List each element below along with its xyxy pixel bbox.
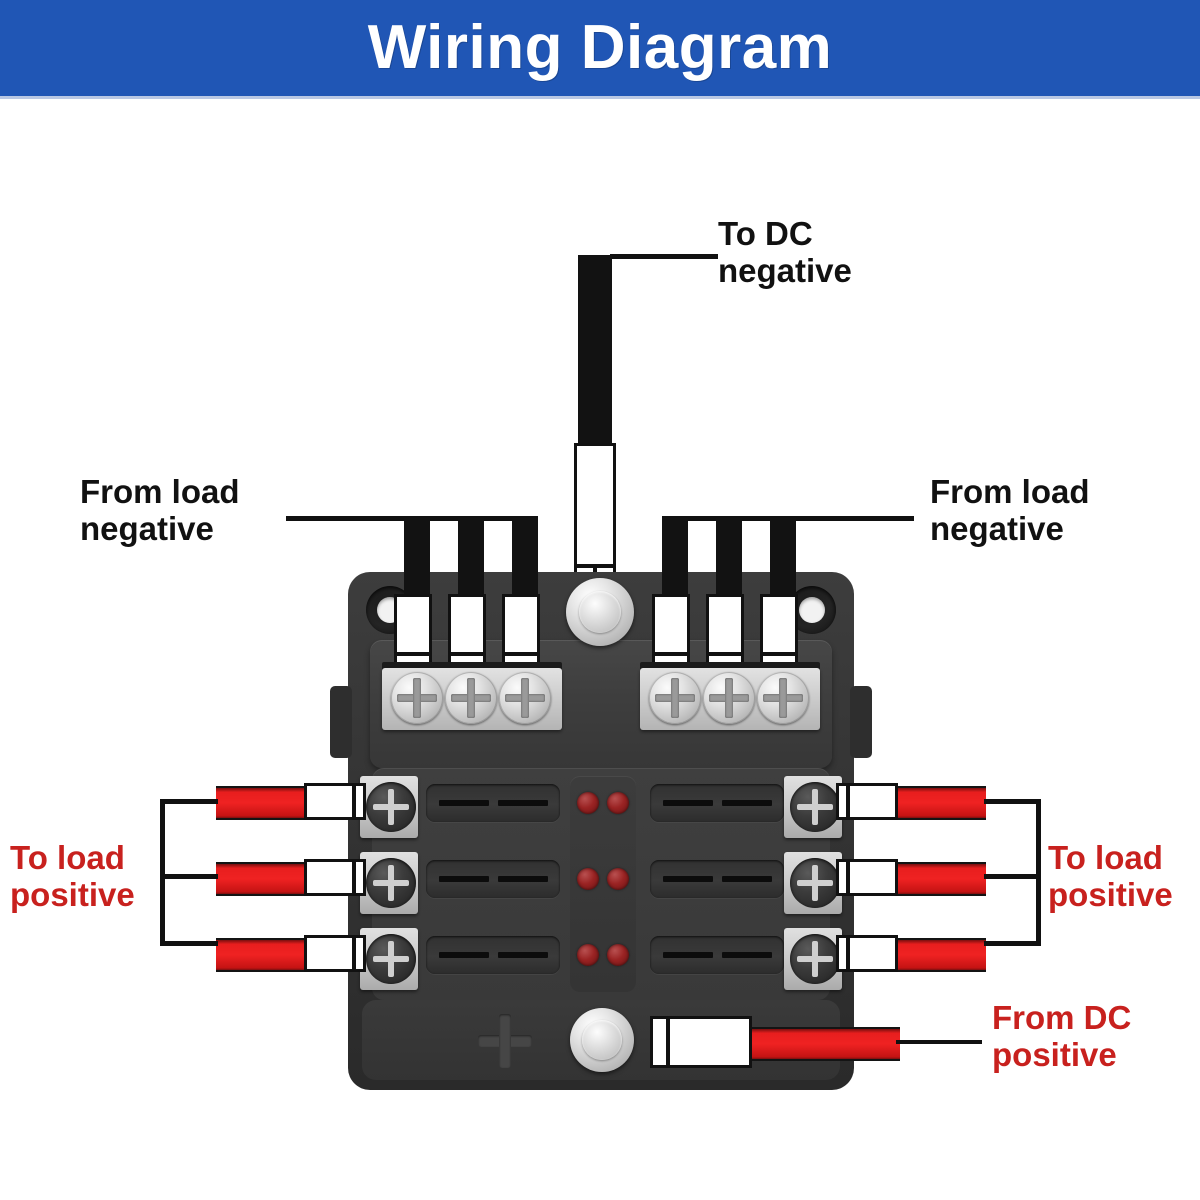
ferrule-load-positive-left-3 (304, 935, 366, 972)
screw-cross-vertical (387, 941, 394, 977)
fuse-blade-left (663, 800, 713, 806)
wire-load-positive-right-1 (890, 786, 986, 820)
ferrule-load-negative-right-1-split (652, 652, 690, 656)
led-indicator-3 (577, 868, 599, 890)
screw-cross-vertical (811, 865, 818, 901)
led-indicator-6 (607, 944, 629, 966)
load-positive-left-bracket-spine (160, 799, 165, 945)
ferrule-load-positive-left-2-split (352, 859, 356, 896)
fuse-blade-left (439, 952, 489, 958)
ferrule-load-negative-right-3-split (760, 652, 798, 656)
ferrule-load-negative-left-2-split (448, 652, 486, 656)
screw-cross-vertical (671, 678, 679, 718)
fuse-slot-right-2[interactable] (650, 860, 784, 898)
ferrule-load-positive-left-2 (304, 859, 366, 896)
label-from-dc-positive: From DC positive (992, 999, 1132, 1073)
ferrule-load-positive-left-3-split (352, 935, 356, 972)
wire-dc-positive (740, 1027, 900, 1061)
polarity-plus-marking (478, 1014, 532, 1068)
ferrule-load-positive-right-1-split (846, 783, 850, 820)
dc-positive-leader-line (896, 1040, 982, 1044)
header-divider (0, 96, 1200, 99)
negative-bus-lip-left (382, 662, 562, 672)
fuse-blade-right (722, 952, 772, 958)
ferrule-load-negative-left-1-split (394, 652, 432, 656)
load-positive-right-bracket-spine (1036, 799, 1041, 945)
ferrule-load-negative-right-2-split (706, 652, 744, 656)
label-to-dc-negative: To DC negative (718, 215, 852, 289)
output-terminal-screw-left-2[interactable] (366, 858, 416, 908)
output-terminal-screw-left-3[interactable] (366, 934, 416, 984)
fuse-blade-right (722, 876, 772, 882)
ferrule-load-positive-right-2-split (846, 859, 850, 896)
label-from-load-negative-left: From load negative (80, 473, 240, 547)
output-terminal-screw-right-2[interactable] (790, 858, 840, 908)
power-stud[interactable] (570, 1008, 634, 1072)
fuse-blade-left (439, 800, 489, 806)
header-banner: Wiring Diagram (0, 0, 1200, 96)
fuse-blade-right (722, 800, 772, 806)
wire-load-positive-left-2 (216, 862, 312, 896)
load-positive-left-bracket-stub-1 (160, 799, 218, 804)
negative-bus-screw-right-2[interactable] (703, 672, 755, 724)
ferrule-load-negative-left-3-split (502, 652, 540, 656)
screw-cross-vertical (811, 789, 818, 825)
fuse-blade-left (439, 876, 489, 882)
fuse-blade-right (498, 800, 548, 806)
side-tab-left (330, 686, 352, 758)
ground-stud[interactable] (566, 578, 634, 646)
fuse-blade-left (663, 876, 713, 882)
negative-bus-lip-right (640, 662, 820, 672)
wire-load-positive-left-1 (216, 786, 312, 820)
screw-cross-vertical (779, 678, 787, 718)
negative-bus-screw-left-1[interactable] (391, 672, 443, 724)
fuse-slot-right-1[interactable] (650, 784, 784, 822)
load-positive-right-bracket-stub-3 (984, 941, 1041, 946)
plus-vertical-bar (499, 1014, 511, 1068)
ferrule-dc-positive-split (666, 1016, 670, 1068)
led-indicator-5 (577, 944, 599, 966)
negative-bus-screw-right-3[interactable] (757, 672, 809, 724)
ferrule-load-positive-left-1-split (352, 783, 356, 820)
load-positive-left-bracket-stub-3 (160, 941, 218, 946)
output-terminal-screw-right-3[interactable] (790, 934, 840, 984)
screw-cross-vertical (811, 941, 818, 977)
wire-load-positive-right-2 (890, 862, 986, 896)
fuse-slot-left-3[interactable] (426, 936, 560, 974)
led-indicator-2 (607, 792, 629, 814)
wire-load-positive-left-3 (216, 938, 312, 972)
dc-negative-leader-line (610, 254, 718, 259)
ferrule-load-positive-left-1 (304, 783, 366, 820)
screw-cross-vertical (413, 678, 421, 718)
screw-cross-vertical (387, 865, 394, 901)
fuse-slot-right-3[interactable] (650, 936, 784, 974)
screw-cross-vertical (725, 678, 733, 718)
screw-cross-vertical (467, 678, 475, 718)
screw-cross-vertical (521, 678, 529, 718)
fuse-blade-left (663, 952, 713, 958)
label-from-load-negative-right: From load negative (930, 473, 1090, 547)
wire-dc-negative (578, 255, 612, 445)
fuse-blade-right (498, 952, 548, 958)
fuse-blade-right (498, 876, 548, 882)
label-to-load-positive-right: To load positive (1048, 839, 1173, 913)
ferrule-load-positive-right-3-split (846, 935, 850, 972)
fuse-slot-left-2[interactable] (426, 860, 560, 898)
load-positive-left-bracket-stub-2 (160, 874, 218, 879)
negative-bus-screw-right-1[interactable] (649, 672, 701, 724)
negative-bus-screw-left-2[interactable] (445, 672, 497, 724)
load-positive-right-bracket-stub-2 (984, 874, 1041, 879)
led-indicator-1 (577, 792, 599, 814)
fuse-slot-left-1[interactable] (426, 784, 560, 822)
led-indicator-4 (607, 868, 629, 890)
negative-bus-screw-left-3[interactable] (499, 672, 551, 724)
wire-load-positive-right-3 (890, 938, 986, 972)
output-terminal-screw-left-1[interactable] (366, 782, 416, 832)
side-tab-right (850, 686, 872, 758)
screw-cross-vertical (387, 789, 394, 825)
page-title: Wiring Diagram (367, 13, 833, 82)
output-terminal-screw-right-1[interactable] (790, 782, 840, 832)
label-to-load-positive-left: To load positive (10, 839, 135, 913)
load-positive-right-bracket-stub-1 (984, 799, 1041, 804)
